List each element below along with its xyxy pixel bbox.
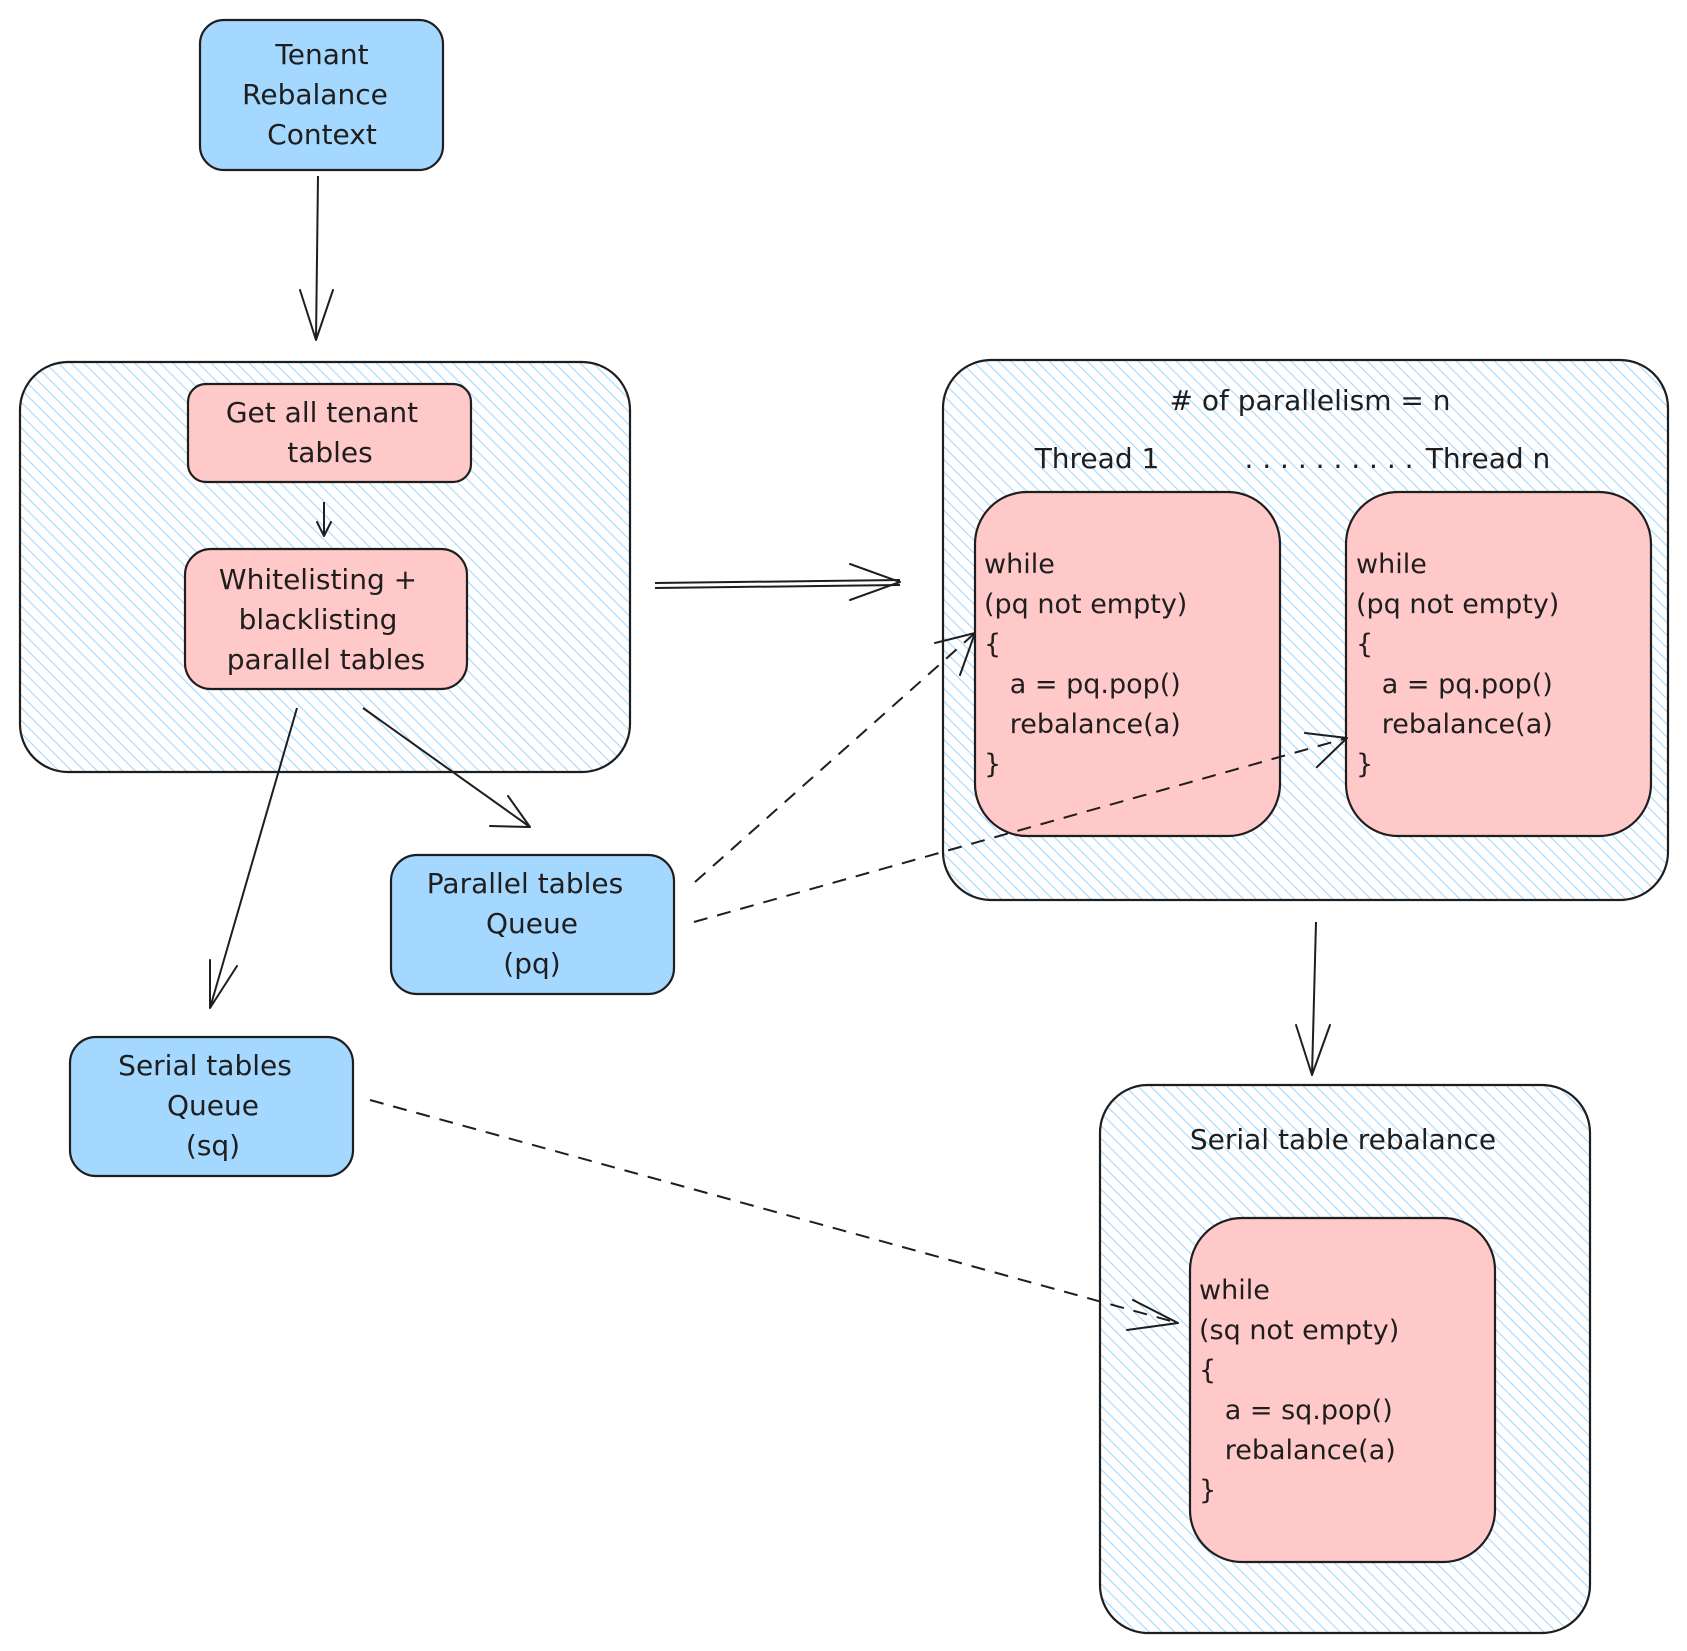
arrow-context-to-group [299, 175, 334, 341]
arrow-whitelist-to-serial-queue [209, 707, 298, 1009]
thread-1-code-line: a = pq.pop() [984, 669, 1181, 700]
arrow-sq-to-serial-worker [369, 1099, 1179, 1331]
thread-1-code-line: } [984, 749, 1001, 780]
thread-1-node: while (pq not empty) { a = pq.pop() reba… [973, 490, 1282, 838]
get-tables-line: tables [287, 436, 373, 469]
thread-dots: . . . . . . . . . . [1244, 442, 1413, 475]
parallel-queue-line: Queue [486, 907, 578, 940]
parallel-queue-line: Parallel tables [427, 867, 623, 900]
context-line: Tenant [274, 38, 368, 71]
serial-code-line: rebalance(a) [1199, 1435, 1396, 1466]
get-tables-line: Get all tenant [226, 396, 418, 429]
serial-queue-line: Serial tables [118, 1049, 292, 1082]
arrow-pq-to-thread-1 [694, 632, 976, 883]
whitelisting-node: Whitelisting + blacklisting parallel tab… [183, 547, 469, 691]
thread-n-code-line: rebalance(a) [1356, 709, 1553, 740]
context-line: Rebalance [242, 78, 388, 111]
thread-1-code-line: while [984, 549, 1055, 580]
thread-1-label: Thread 1 [1034, 442, 1160, 475]
serial-code-line: (sq not empty) [1199, 1315, 1399, 1346]
whitelisting-line: blacklisting [239, 603, 398, 636]
thread-1-code-line: { [984, 629, 1001, 660]
thread-n-label: Thread n [1425, 442, 1551, 475]
thread-1-code-line: (pq not empty) [984, 589, 1187, 620]
serial-code-line: while [1199, 1275, 1270, 1306]
serial-group-title: Serial table rebalance [1190, 1123, 1496, 1156]
thread-n-code-line: while [1356, 549, 1427, 580]
arrow-get-to-whitelist [316, 502, 332, 537]
thread-n-code-line: { [1356, 629, 1373, 660]
serial-queue-line: Queue [167, 1089, 259, 1122]
serial-worker-node: while (sq not empty) { a = sq.pop() reba… [1188, 1216, 1497, 1564]
thread-n-code-line: (pq not empty) [1356, 589, 1559, 620]
context-node: Tenant Rebalance Context [198, 18, 445, 172]
arrow-parallel-to-serial [1295, 921, 1331, 1076]
serial-queue-line: (sq) [186, 1129, 240, 1162]
whitelisting-line: Whitelisting + [219, 563, 417, 596]
arrow-pq-to-thread-n [693, 732, 1348, 923]
serial-code-line: a = sq.pop() [1199, 1395, 1393, 1426]
whitelisting-line: parallel tables [227, 643, 426, 676]
arrow-group-to-parallel [654, 563, 901, 601]
thread-n-code-line: a = pq.pop() [1356, 669, 1553, 700]
get-tables-node: Get all tenant tables [186, 382, 473, 484]
thread-n-code-line: } [1356, 749, 1373, 780]
thread-n-node: while (pq not empty) { a = pq.pop() reba… [1344, 490, 1653, 838]
thread-1-code-line: rebalance(a) [984, 709, 1181, 740]
serial-code-line: { [1199, 1355, 1216, 1386]
arrow-whitelist-to-parallel-queue [362, 707, 531, 828]
serial-code-line: } [1199, 1475, 1216, 1506]
serial-queue-node: Serial tables Queue (sq) [68, 1035, 355, 1178]
context-line: Context [267, 118, 377, 151]
parallel-queue-node: Parallel tables Queue (pq) [389, 853, 676, 996]
parallel-queue-line: (pq) [503, 947, 560, 980]
parallel-group-title: # of parallelism = n [1169, 384, 1450, 417]
